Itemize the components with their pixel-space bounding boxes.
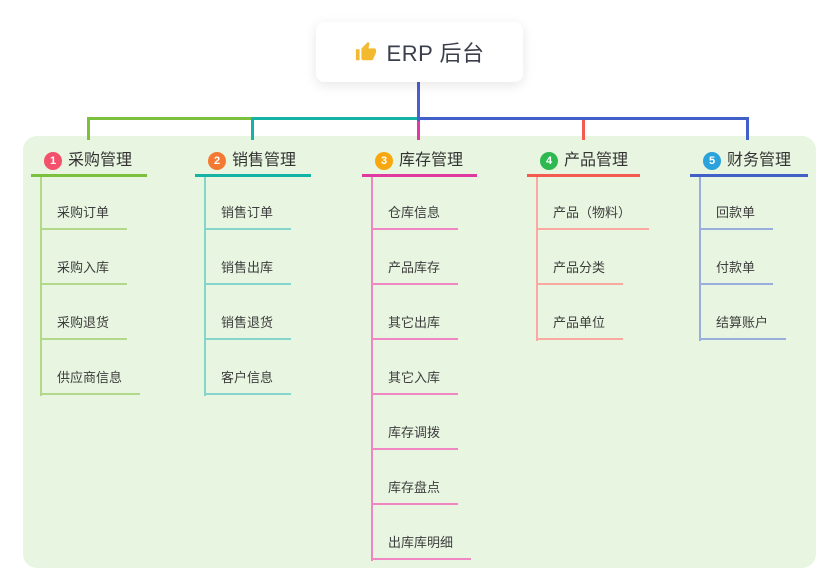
branches-group-panel xyxy=(23,136,816,568)
branch-1-item[interactable]: 采购订单 xyxy=(40,205,128,230)
branch-5-number-badge: 5 xyxy=(703,152,721,170)
connector-horizontal-branch-2 xyxy=(251,117,420,120)
connector-drop-branch-1 xyxy=(87,117,90,140)
connector-root-drop xyxy=(417,82,420,121)
branch-1-title-underline xyxy=(31,174,147,177)
branch-2-item[interactable]: 销售出库 xyxy=(204,260,292,285)
branch-3-item[interactable]: 其它出库 xyxy=(371,315,459,340)
root-node[interactable]: ERP 后台 xyxy=(316,22,523,82)
branch-1-item[interactable]: 供应商信息 xyxy=(40,370,141,395)
branch-2-item[interactable]: 销售退货 xyxy=(204,315,292,340)
branch-5-stem xyxy=(699,177,701,341)
branch-4-stem xyxy=(536,177,538,341)
branch-1-item[interactable]: 采购入库 xyxy=(40,260,128,285)
connector-drop-branch-5 xyxy=(746,117,749,140)
branch-5-item[interactable]: 回款单 xyxy=(699,205,774,230)
branch-3-item[interactable]: 其它入库 xyxy=(371,370,459,395)
branch-3-item[interactable]: 出库库明细 xyxy=(371,535,472,560)
branch-5-item[interactable]: 付款单 xyxy=(699,260,774,285)
branch-2-number-badge: 2 xyxy=(208,152,226,170)
branch-3-item[interactable]: 库存调拨 xyxy=(371,425,459,450)
branch-3-title[interactable]: 库存管理 xyxy=(399,152,464,169)
branch-2-title[interactable]: 销售管理 xyxy=(232,152,297,169)
branch-1-item[interactable]: 采购退货 xyxy=(40,315,128,340)
connector-drop-branch-2 xyxy=(251,117,254,140)
branch-3-item[interactable]: 产品库存 xyxy=(371,260,459,285)
thumbs-up-icon xyxy=(355,41,377,63)
branch-3-title-underline xyxy=(362,174,477,177)
branch-1-title[interactable]: 采购管理 xyxy=(68,152,133,169)
branch-4-item[interactable]: 产品分类 xyxy=(536,260,624,285)
branch-4-title[interactable]: 产品管理 xyxy=(564,152,629,169)
connector-drop-branch-4 xyxy=(582,117,585,140)
branch-2-stem xyxy=(204,177,206,396)
branch-4-item[interactable]: 产品单位 xyxy=(536,315,624,340)
connector-horizontal-branch-5 xyxy=(417,117,749,120)
branch-2-item[interactable]: 销售订单 xyxy=(204,205,292,230)
branch-1-stem xyxy=(40,177,42,396)
branch-3-stem xyxy=(371,177,373,561)
branch-5-item[interactable]: 结算账户 xyxy=(699,315,787,340)
branch-3-item[interactable]: 仓库信息 xyxy=(371,205,459,230)
branch-4-title-underline xyxy=(527,174,640,177)
branch-5-title[interactable]: 财务管理 xyxy=(727,152,792,169)
branch-5-title-underline xyxy=(690,174,808,177)
branch-2-item[interactable]: 客户信息 xyxy=(204,370,292,395)
connector-drop-branch-3 xyxy=(417,120,420,140)
branch-1-number-badge: 1 xyxy=(44,152,62,170)
branch-2-title-underline xyxy=(195,174,311,177)
branch-3-item[interactable]: 库存盘点 xyxy=(371,480,459,505)
branch-3-number-badge: 3 xyxy=(375,152,393,170)
branch-4-item[interactable]: 产品（物料） xyxy=(536,205,650,230)
root-node-label: ERP 后台 xyxy=(386,41,485,66)
branch-4-number-badge: 4 xyxy=(540,152,558,170)
